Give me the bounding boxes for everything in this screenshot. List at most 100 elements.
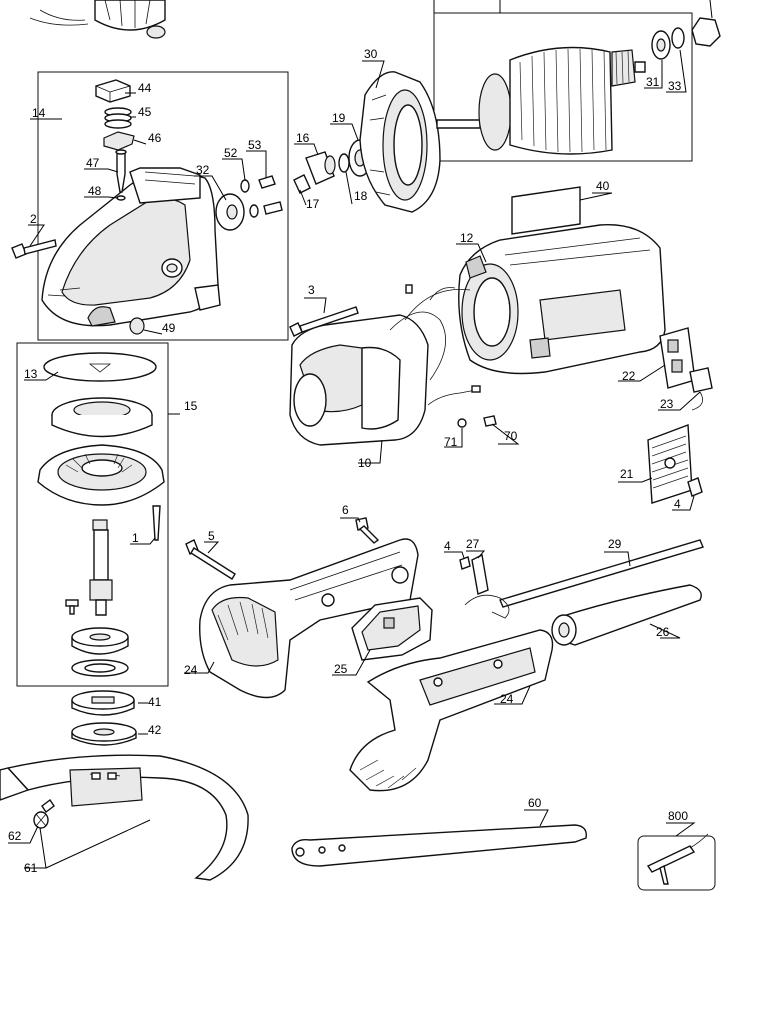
part-number-labels: 44 45 46 47 48 49 14 32 52 53 2 13 15 1 … — [8, 47, 688, 875]
label-61: 61 — [24, 861, 38, 875]
part-61-62-screw — [33, 798, 55, 829]
part-41-inner-flange — [71, 690, 135, 716]
part-800-kit — [637, 833, 716, 891]
label-41: 41 — [148, 695, 162, 709]
part-4-27-trigger — [459, 553, 489, 595]
part-48-ring — [116, 195, 126, 201]
leader-lines — [8, 0, 713, 869]
part-42-outer-flange — [71, 722, 137, 746]
label-18: 18 — [354, 189, 368, 203]
part-1-pin — [152, 505, 161, 541]
part-10-field — [289, 288, 471, 446]
label-44: 44 — [138, 81, 152, 95]
label-800: 800 — [668, 809, 688, 823]
part-31-bearing — [651, 30, 671, 60]
label-32: 32 — [196, 163, 210, 177]
part-spindle — [89, 519, 113, 616]
part-bearing-housing — [51, 397, 153, 438]
label-70: 70 — [504, 429, 518, 443]
label-16: 16 — [296, 131, 310, 145]
part-47-pin — [115, 149, 127, 193]
label-14: 14 — [32, 106, 46, 120]
part-top-right-cap — [691, 17, 721, 47]
label-2: 2 — [30, 212, 37, 226]
part-3-screw — [289, 306, 359, 337]
part-45-spring — [104, 107, 132, 129]
label-1: 1 — [132, 531, 139, 545]
label-71: 71 — [444, 435, 458, 449]
frame-gear-case — [37, 71, 289, 341]
assembly-frames — [16, 12, 693, 687]
part-bearing — [71, 627, 129, 655]
part-4-screw-right — [687, 477, 703, 497]
part-gear-plate — [37, 444, 165, 506]
label-47: 47 — [86, 156, 100, 170]
part-washer-bottom — [71, 659, 129, 677]
part-24-handle-lower — [349, 629, 554, 792]
part-top-flange — [29, 0, 166, 39]
part-26-grip — [551, 584, 702, 646]
label-6: 6 — [342, 503, 349, 517]
label-21: 21 — [620, 467, 634, 481]
label-26: 26 — [656, 625, 670, 639]
part-13-plate — [43, 352, 157, 382]
part-gear-case — [41, 167, 221, 327]
part-small-screw — [65, 599, 79, 615]
part-44-cap — [95, 79, 131, 103]
frame-armature — [433, 12, 693, 162]
label-15: 15 — [184, 399, 198, 413]
part-29-rod — [464, 539, 704, 619]
label-3: 3 — [308, 283, 315, 297]
label-29: 29 — [608, 537, 622, 551]
part-25-switch-body — [351, 597, 433, 661]
part-16-pinion — [305, 151, 336, 185]
part-armature — [436, 46, 646, 155]
label-24-upper: 24 — [184, 663, 198, 677]
label-24-lower: 24 — [500, 692, 514, 706]
label-60: 60 — [528, 796, 542, 810]
label-25: 25 — [334, 662, 348, 676]
label-5: 5 — [208, 529, 215, 543]
part-17-nut — [293, 174, 311, 194]
label-12: 12 — [460, 231, 474, 245]
part-18-washer — [338, 153, 350, 173]
label-30: 30 — [364, 47, 378, 61]
part-wires — [405, 284, 481, 406]
label-40: 40 — [596, 179, 610, 193]
part-32-washer — [215, 193, 245, 231]
part-60-wrench — [291, 824, 587, 867]
part-46-lock-plate — [103, 131, 135, 151]
part-49-bushing — [129, 317, 145, 335]
label-19: 19 — [332, 111, 346, 125]
part-40-label — [511, 186, 581, 235]
label-49: 49 — [162, 321, 176, 335]
label-17: 17 — [306, 197, 320, 211]
label-22: 22 — [622, 369, 636, 383]
label-4-right: 4 — [674, 497, 681, 511]
part-6-screw — [355, 517, 380, 544]
part-70-71-terminals — [457, 415, 497, 428]
part-52-washer — [240, 179, 259, 218]
frame-spindle-assembly — [16, 342, 169, 687]
part-12-motor-housing — [458, 223, 666, 375]
label-48: 48 — [88, 184, 102, 198]
label-62: 62 — [8, 829, 22, 843]
label-13: 13 — [24, 367, 38, 381]
label-27: 27 — [466, 537, 480, 551]
part-2-screw — [11, 239, 57, 259]
label-42: 42 — [148, 723, 162, 737]
part-5-screw — [185, 539, 236, 580]
part-24-handle-upper — [199, 538, 419, 699]
label-52: 52 — [224, 146, 238, 160]
part-53-screws — [258, 175, 283, 215]
label-33: 33 — [668, 79, 682, 93]
part-23-brush — [689, 367, 713, 411]
label-4-trigger: 4 — [444, 539, 451, 553]
label-45: 45 — [138, 105, 152, 119]
label-10: 10 — [358, 456, 372, 470]
label-31: 31 — [646, 75, 660, 89]
part-guard — [0, 754, 249, 881]
part-22-switch — [659, 327, 696, 389]
label-46: 46 — [148, 131, 162, 145]
